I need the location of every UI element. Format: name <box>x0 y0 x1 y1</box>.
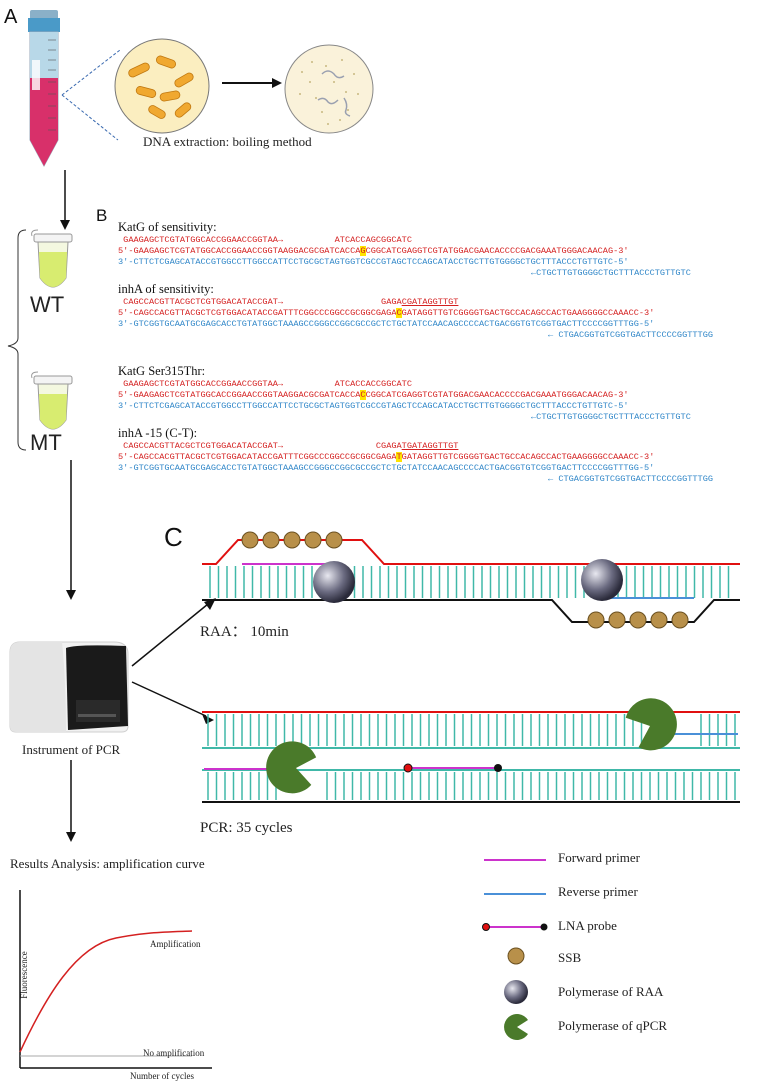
raa-polymerase-icon <box>504 980 528 1004</box>
seq-primer-line: GAAGAGCTCGTATGGCACCGGAACCGGTAA→ ATCACCAG… <box>118 235 758 246</box>
legend-label: LNA probe <box>558 918 617 933</box>
bacteria-dish-icon <box>114 38 210 134</box>
probe-seq-tail: CGGCATC <box>375 235 412 245</box>
seq-top-strand: 5'-GAAGAGCTCGTATGGCACCGGAACCGGTAAGGACGCG… <box>118 390 758 401</box>
seq-top-strand: 5'-CAGCCACGTTACGCTCGTGGACATACCGATTTCGGCC… <box>118 452 758 463</box>
reverse-primer-seq: ←CTGCTTGTGGGGCTGCTTTACCCTGTTGTC <box>531 268 691 278</box>
seq-bottom-strand: 3'-GTCGGTGCAATGCGAGCACCTGTATGGCTAAAGCCGG… <box>118 463 655 473</box>
top-strand-3p: GATAGGTTGTCGGGGTGACTGCCACAGCCACTGAAGGGGC… <box>401 308 655 318</box>
raa-polymerase-icon <box>313 561 355 603</box>
snp-highlight: C <box>396 308 402 318</box>
top-strand-5p: 5'-CAGCCACGTTACGCTCGTGGACATACCGATTTCGGCC… <box>118 308 397 318</box>
reverse-primer-icon <box>484 893 546 895</box>
probe-seq-tail: CGATAGGTTGT <box>401 297 459 307</box>
qpcr-polymerase-icon <box>625 698 677 751</box>
forward-primer-seq: GAAGAGCTCGTATGGCACCGGAACCGGTAA→ <box>123 379 284 389</box>
legend: Forward primer Reverse primer LNA probe … <box>476 848 756 1078</box>
raa-diagram <box>202 531 740 629</box>
panel-label-c: C <box>164 522 183 552</box>
legend-label: Reverse primer <box>558 884 638 899</box>
pcr-label: PCR: 35 cycles <box>200 820 293 836</box>
seq-primer-line: GAAGAGCTCGTATGGCACCGGAACCGGTAA→ ATCACCAC… <box>118 379 758 390</box>
snp-highlight: G <box>360 246 366 256</box>
top-strand-3p: CGGCATCGAGGTCGTATGGACGAACACCCCGACGAAATGG… <box>365 246 629 256</box>
forward-primer-seq: CAGCCACGTTACGCTCGTGGACATACCGAT→ <box>123 441 284 451</box>
seq-title: inhA -15 (C-T): <box>118 426 198 440</box>
top-strand-5p: 5'-GAAGAGCTCGTATGGCACCGGAACCGGTAAGGACGCG… <box>118 246 361 256</box>
sequence-block-4: inhA -15 (C-T): CAGCCACGTTACGCTCGTGGACAT… <box>118 426 758 485</box>
pcr-instrument-icon <box>9 641 129 733</box>
snp-highlight: C <box>360 390 366 400</box>
seq-bottom-strand: 3'-GTCGGTGCAATGCGAGCACCTGTATGGCTAAAGCCGG… <box>118 319 655 329</box>
reverse-primer-seq: ← CTGACGGTGTCGGTGACTTCCCCGGTTTGG <box>548 330 714 340</box>
ssb-icon <box>507 947 525 965</box>
reverse-primer-seq: ← CTGACGGTGTCGGTGACTTCCCCGGTTTGG <box>548 474 714 484</box>
top-strand-3p: CGGCATCGAGGTCGTATGGACGAACACCCCGACGAAATGG… <box>365 390 629 400</box>
mt-label: MT <box>30 430 62 455</box>
top-strand-5p: 5'-CAGCCACGTTACGCTCGTGGACATACCGATTTCGGCC… <box>118 452 397 462</box>
seq-top-strand: 5'-CAGCCACGTTACGCTCGTGGACATACCGATTTCGGCC… <box>118 308 758 319</box>
snp-highlight: T <box>396 452 402 462</box>
qpcr-polymerase-icon <box>504 1014 528 1040</box>
forward-primer-seq: CAGCCACGTTACGCTCGTGGACATACCGAT→ <box>123 297 284 307</box>
seq-bottom-strand: 3'-CTTCTCGAGCATACCGTGGCCTTGGCCATTCCTGCGC… <box>118 257 629 267</box>
ylabel: Fluorescence <box>19 951 29 999</box>
raa-polymerase-icon <box>581 559 623 601</box>
amplification-curve-chart <box>19 890 212 1069</box>
no-amplification-label: No amplification <box>143 1048 205 1058</box>
raa-label: RAA： 10min <box>200 624 289 640</box>
panel-label-b: B <box>96 206 108 225</box>
extraction-caption: DNA extraction: boiling method <box>143 134 312 149</box>
forward-primer-seq: GAAGAGCTCGTATGGCACCGGAACCGGTAA→ <box>123 235 284 245</box>
arrow-down-long-icon <box>66 460 76 600</box>
falcon-tube-icon <box>28 10 60 168</box>
arrow-down-icon <box>60 170 70 230</box>
probe-seq-tail: TGATAGGTTGT <box>401 441 459 451</box>
forward-primer-icon <box>484 859 546 861</box>
legend-label: SSB <box>558 950 582 965</box>
xlabel: Number of cycles <box>130 1071 194 1081</box>
top-strand-3p: GATAGGTTGTCGGGGTGACTGCCACAGCCACTGAAGGGGC… <box>401 452 655 462</box>
dna-dish-icon <box>284 44 374 134</box>
probe-seq: GAGA <box>381 297 402 307</box>
reverse-primer-seq: ←CTGCTTGTGGGGCTGCTTTACCCTGTTGTC <box>531 412 691 422</box>
instrument-caption: Instrument of PCR <box>22 742 121 757</box>
seq-primer-line: CAGCCACGTTACGCTCGTGGACATACCGAT→ CGAGATGA… <box>118 441 758 452</box>
pcr-diagram <box>202 698 740 803</box>
legend-label: Forward primer <box>558 850 640 865</box>
results-caption: Results Analysis: amplification curve <box>10 856 205 871</box>
seq-top-strand: 5'-GAAGAGCTCGTATGGCACCGGAACCGGTAAGGACGCG… <box>118 246 758 257</box>
probe-seq: CGAGA <box>375 441 402 451</box>
seq-title: KatG Ser315Thr: <box>118 364 206 378</box>
lna-probe-icon <box>482 923 548 931</box>
wt-label: WT <box>30 292 65 317</box>
arrow-down-results-icon <box>66 760 76 842</box>
legend-label: Polymerase of RAA <box>558 984 664 999</box>
zoom-lines <box>61 49 121 141</box>
group-bracket <box>7 229 27 451</box>
sequence-block-1: KatG of sensitivity: GAAGAGCTCGTATGGCACC… <box>118 220 758 279</box>
probe-seq: ATCACCAG <box>334 235 376 245</box>
seq-title: inhA of sensitivity: <box>118 282 214 296</box>
panel-label-a: A <box>4 6 18 28</box>
sequence-block-2: inhA of sensitivity: CAGCCACGTTACGCTCGTG… <box>118 282 758 341</box>
seq-primer-line: CAGCCACGTTACGCTCGTGGACATACCGAT→ GAGACGAT… <box>118 297 758 308</box>
legend-label: Polymerase of qPCR <box>558 1018 668 1033</box>
seq-title: KatG of sensitivity: <box>118 220 217 234</box>
mt-tube-icon <box>31 371 73 430</box>
qpcr-polymerase-icon <box>266 741 317 794</box>
probe-seq: ATCACCACCGGCATC <box>334 379 412 389</box>
arrow-right-icon <box>222 78 282 88</box>
seq-bottom-strand: 3'-CTTCTCGAGCATACCGTGGCCTTGGCCATTCCTGCGC… <box>118 401 629 411</box>
wt-tube-icon <box>31 229 73 288</box>
sequence-block-3: KatG Ser315Thr: GAAGAGCTCGTATGGCACCGGAAC… <box>118 364 758 423</box>
top-strand-5p: 5'-GAAGAGCTCGTATGGCACCGGAACCGGTAAGGACGCG… <box>118 390 361 400</box>
amplification-label: Amplification <box>150 939 201 949</box>
ssb-icon <box>241 531 689 629</box>
